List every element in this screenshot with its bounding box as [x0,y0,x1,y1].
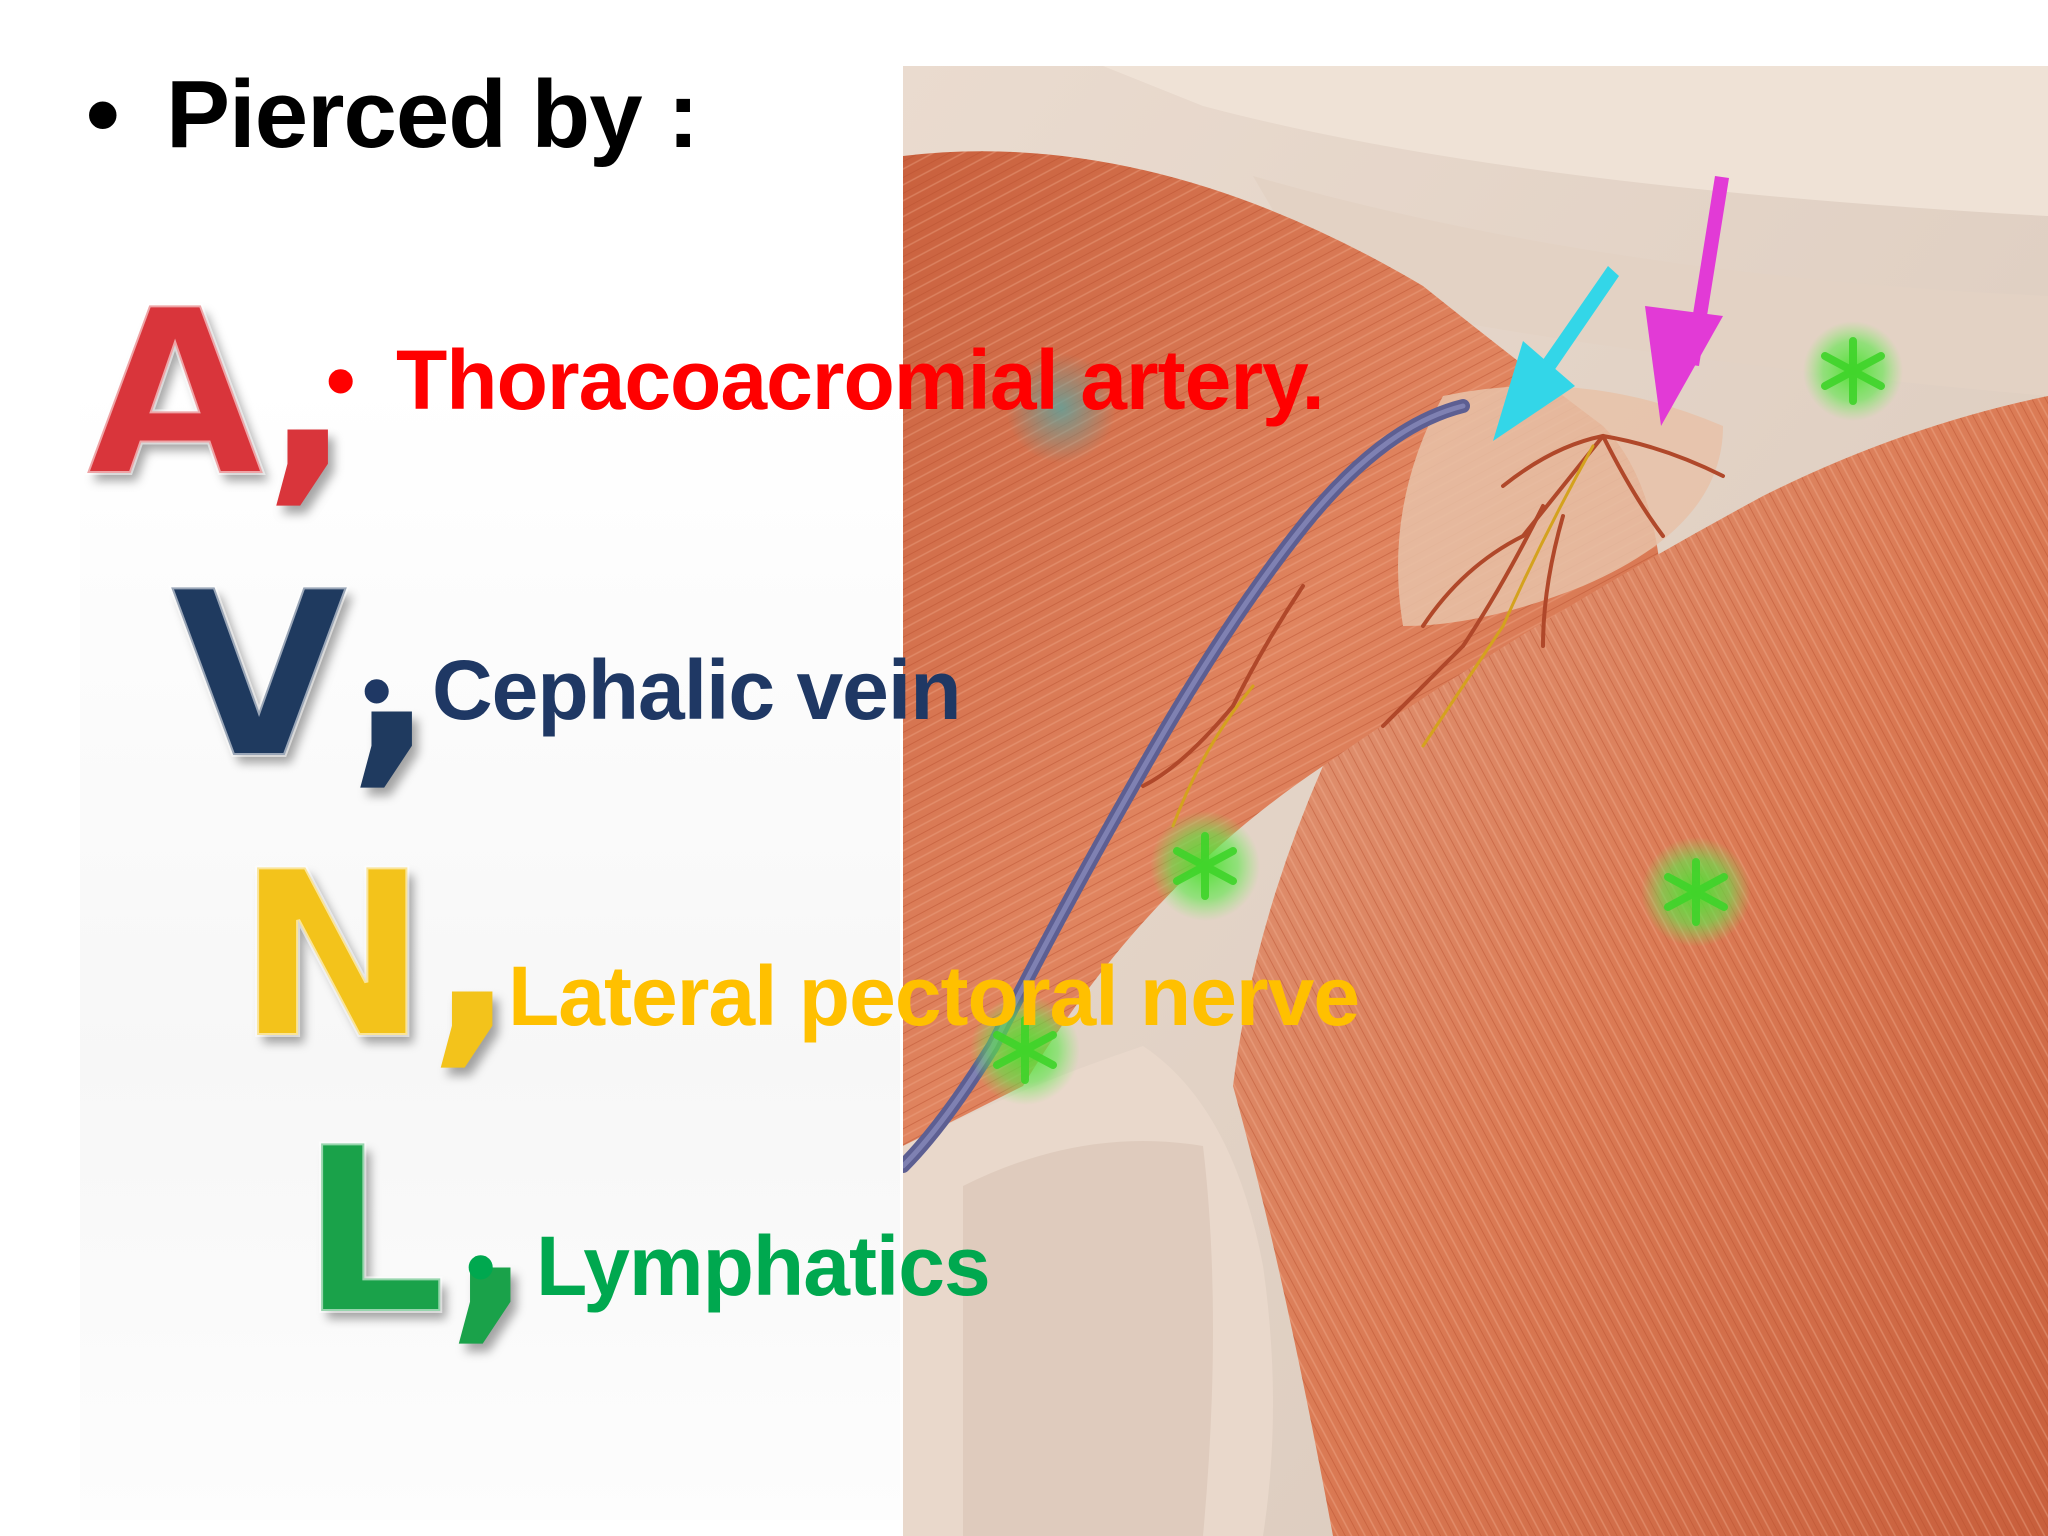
mnemonic-letter-a: A, [84,261,352,528]
background-panel [80,380,900,1520]
mnemonic-letter-v: V, [168,543,436,810]
letter-v-glyph: V [168,543,350,810]
mnemonic-letter-n: N, [234,823,516,1090]
item-text-nerve: Lateral pectoral nerve [508,949,1360,1043]
bullet-dot: • [466,1219,495,1313]
letter-n-glyph: N [234,823,430,1090]
item-text-artery: Thoracoacromial artery. [396,333,1325,427]
letter-n-comma: , [428,823,516,1090]
letter-a-glyph: A [84,261,266,528]
bullet-dot: • [326,333,355,427]
mnemonic-letter-l: L, [298,1099,534,1366]
bullet-item-vein: • Cephalic vein [362,642,962,739]
magenta-arrow [1645,176,1729,426]
item-text-vein: Cephalic vein [432,643,962,737]
title-bullet: • [86,61,120,168]
slide-title: • Pierced by : [86,60,699,170]
letter-l-glyph: L [298,1099,449,1366]
title-text: Pierced by : [166,61,699,168]
letter-a-comma: , [264,261,352,528]
bullet-item-nerve: Lateral pectoral nerve [508,948,1360,1045]
cyan-arrow [1493,266,1619,441]
bullet-dot: • [362,643,391,737]
anatomy-illustration [903,66,2048,1536]
bullet-item-lymphatics: • Lymphatics [466,1218,991,1315]
letter-v-comma: , [348,543,436,810]
item-text-lymphatics: Lymphatics [536,1219,991,1313]
letter-l-comma: , [446,1099,534,1366]
bullet-item-artery: • Thoracoacromial artery. [326,332,1325,429]
